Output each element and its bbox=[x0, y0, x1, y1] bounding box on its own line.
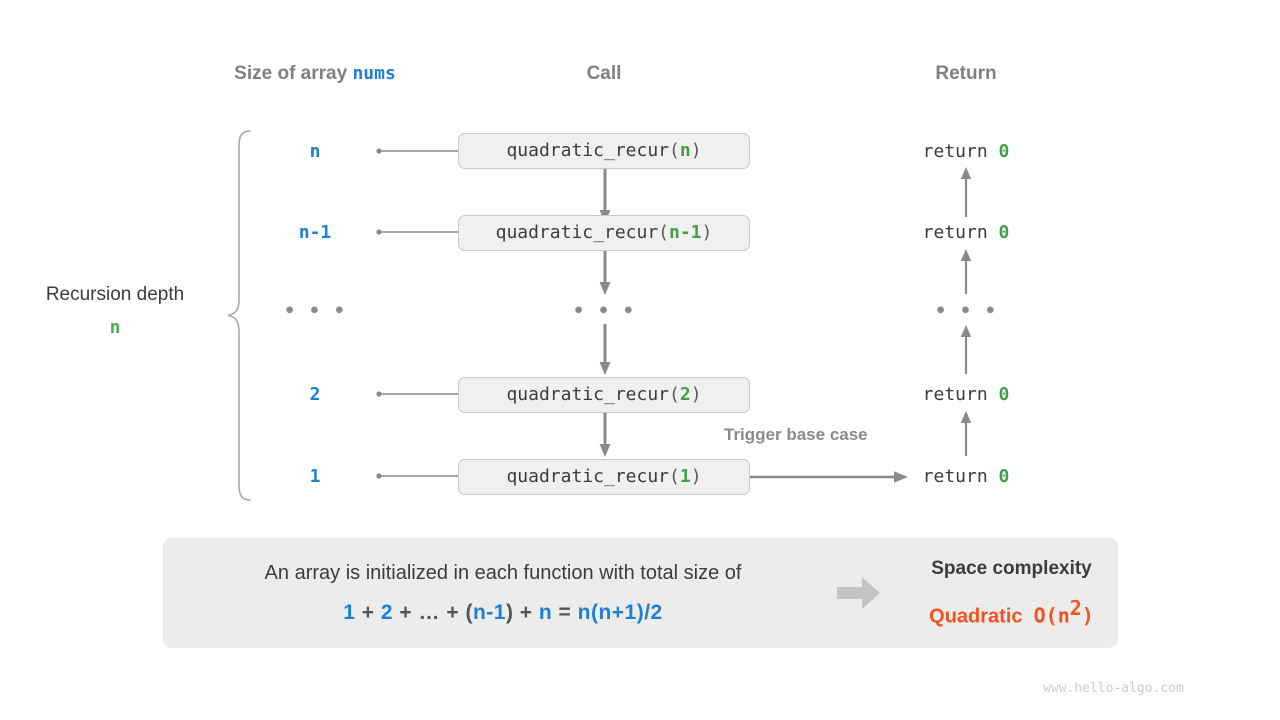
header-size-nums: nums bbox=[352, 63, 396, 84]
return-arrow-3-2 bbox=[959, 325, 973, 374]
trigger-base-case-label: Trigger base case bbox=[724, 425, 868, 444]
call-rparen-1: ) bbox=[701, 222, 713, 243]
summary-description: An array is initialized in each function… bbox=[264, 561, 742, 584]
call-row-2-ellipsis: • • • bbox=[572, 300, 636, 322]
return-value-3: 0 bbox=[998, 384, 1010, 405]
formula-op-4: + bbox=[513, 600, 539, 624]
formula-result: n(n+1)/2 bbox=[577, 600, 663, 624]
header-size-of-array: Size of array nums bbox=[180, 63, 450, 85]
call-arg-4: 1 bbox=[679, 466, 691, 487]
header-return-label: Return bbox=[935, 63, 997, 84]
call-rparen-4: ) bbox=[690, 466, 702, 487]
call-box-row-3[interactable]: quadratic_recur(2) bbox=[458, 377, 750, 413]
space-complexity-value: Quadratic O(n2) bbox=[905, 596, 1118, 629]
call-arrow-2-3 bbox=[597, 324, 613, 377]
size-value-row-3: 2 bbox=[309, 384, 321, 405]
complexity-kind: Quadratic bbox=[929, 605, 1023, 628]
formula-term-n: n bbox=[538, 600, 553, 624]
formula-term-1: 1 bbox=[343, 600, 356, 624]
call-arg-1: n-1 bbox=[669, 222, 702, 243]
call-arrow-1-2 bbox=[597, 251, 613, 297]
call-fn-name-4: quadratic_recur bbox=[506, 466, 670, 487]
space-complexity-title: Space complexity bbox=[931, 557, 1092, 579]
return-arrow-4-3 bbox=[959, 411, 973, 456]
call-fn-name-1: quadratic_recur bbox=[495, 222, 659, 243]
return-keyword-4: return bbox=[922, 466, 999, 487]
call-arg-3: 2 bbox=[679, 384, 691, 405]
return-keyword-0: return bbox=[922, 141, 999, 162]
size-value-row-0: n bbox=[309, 141, 321, 162]
return-row-4: return 0 bbox=[876, 466, 1056, 487]
call-box-row-4[interactable]: quadratic_recur(1) bbox=[458, 459, 750, 495]
summary-right-block: Space complexity Quadratic O(n2) bbox=[905, 558, 1118, 629]
summary-left-block: An array is initialized in each function… bbox=[163, 562, 813, 625]
return-arrow-1-0 bbox=[959, 167, 973, 217]
formula-op-1: + bbox=[355, 600, 381, 624]
call-fn-name-3: quadratic_recur bbox=[506, 384, 670, 405]
formula-op-3: + bbox=[440, 600, 466, 624]
formula-lparen: ( bbox=[465, 600, 473, 624]
recursion-depth-brace bbox=[224, 128, 254, 503]
call-box-row-1[interactable]: quadratic_recur(n-1) bbox=[458, 215, 750, 251]
size-value-row-1: n-1 bbox=[298, 222, 332, 243]
header-call-label: Call bbox=[586, 63, 622, 84]
return-keyword-3: return bbox=[922, 384, 999, 405]
connector-row-0 bbox=[374, 144, 466, 158]
big-o-prefix: O(n bbox=[1033, 603, 1070, 628]
formula-equals: = bbox=[552, 600, 578, 624]
header-call: Call bbox=[504, 63, 704, 85]
formula-term-n-minus-1: n-1 bbox=[472, 600, 506, 624]
call-lparen-3: ( bbox=[669, 384, 680, 405]
base-case-arrow bbox=[750, 469, 910, 485]
header-return: Return bbox=[866, 63, 1066, 85]
return-value-0: 0 bbox=[998, 141, 1010, 162]
call-box-row-0[interactable]: quadratic_recur(n) bbox=[458, 133, 750, 169]
watermark: www.hello-algo.com bbox=[1043, 681, 1184, 696]
formula-rparen: ) bbox=[505, 600, 514, 624]
size-value-row-2-ellipsis: • • • bbox=[283, 300, 347, 322]
return-keyword-1: return bbox=[922, 222, 999, 243]
recursion-depth-value: n bbox=[109, 317, 121, 338]
return-value-4: 0 bbox=[998, 466, 1010, 487]
summary-panel: An array is initialized in each function… bbox=[163, 538, 1118, 648]
return-arrow-2-1 bbox=[959, 249, 973, 294]
connector-row-4 bbox=[374, 469, 466, 483]
formula-term-ellipsis: … bbox=[418, 600, 440, 624]
call-arrow-3-4 bbox=[597, 413, 613, 459]
summary-arrow-container bbox=[813, 576, 905, 610]
formula-term-2: 2 bbox=[380, 600, 394, 624]
right-arrow-icon bbox=[837, 576, 881, 610]
return-row-2-ellipsis: • • • bbox=[934, 300, 998, 322]
header-size-prefix: Size of array bbox=[234, 63, 353, 84]
recursion-depth-label: Recursion depth n bbox=[15, 284, 215, 338]
call-lparen-1: ( bbox=[658, 222, 670, 243]
call-arg-0: n bbox=[679, 140, 691, 161]
call-rparen-3: ) bbox=[690, 384, 702, 405]
call-lparen-4: ( bbox=[669, 466, 680, 487]
big-o-exponent: 2 bbox=[1069, 595, 1082, 620]
connector-row-1 bbox=[374, 225, 466, 239]
return-row-1: return 0 bbox=[876, 222, 1056, 243]
connector-row-3 bbox=[374, 387, 466, 401]
summary-formula: 1 + 2 + … + (n-1) + n = n(n+1)/2 bbox=[193, 601, 813, 625]
call-rparen-0: ) bbox=[690, 140, 702, 161]
call-lparen-0: ( bbox=[669, 140, 680, 161]
recursion-depth-title: Recursion depth bbox=[45, 284, 185, 305]
return-value-1: 0 bbox=[998, 222, 1010, 243]
return-row-0: return 0 bbox=[876, 141, 1056, 162]
formula-op-2: + bbox=[393, 600, 419, 624]
return-row-3: return 0 bbox=[876, 384, 1056, 405]
call-fn-name-0: quadratic_recur bbox=[506, 140, 670, 161]
size-value-row-4: 1 bbox=[309, 466, 321, 487]
big-o-suffix: ) bbox=[1081, 603, 1094, 628]
